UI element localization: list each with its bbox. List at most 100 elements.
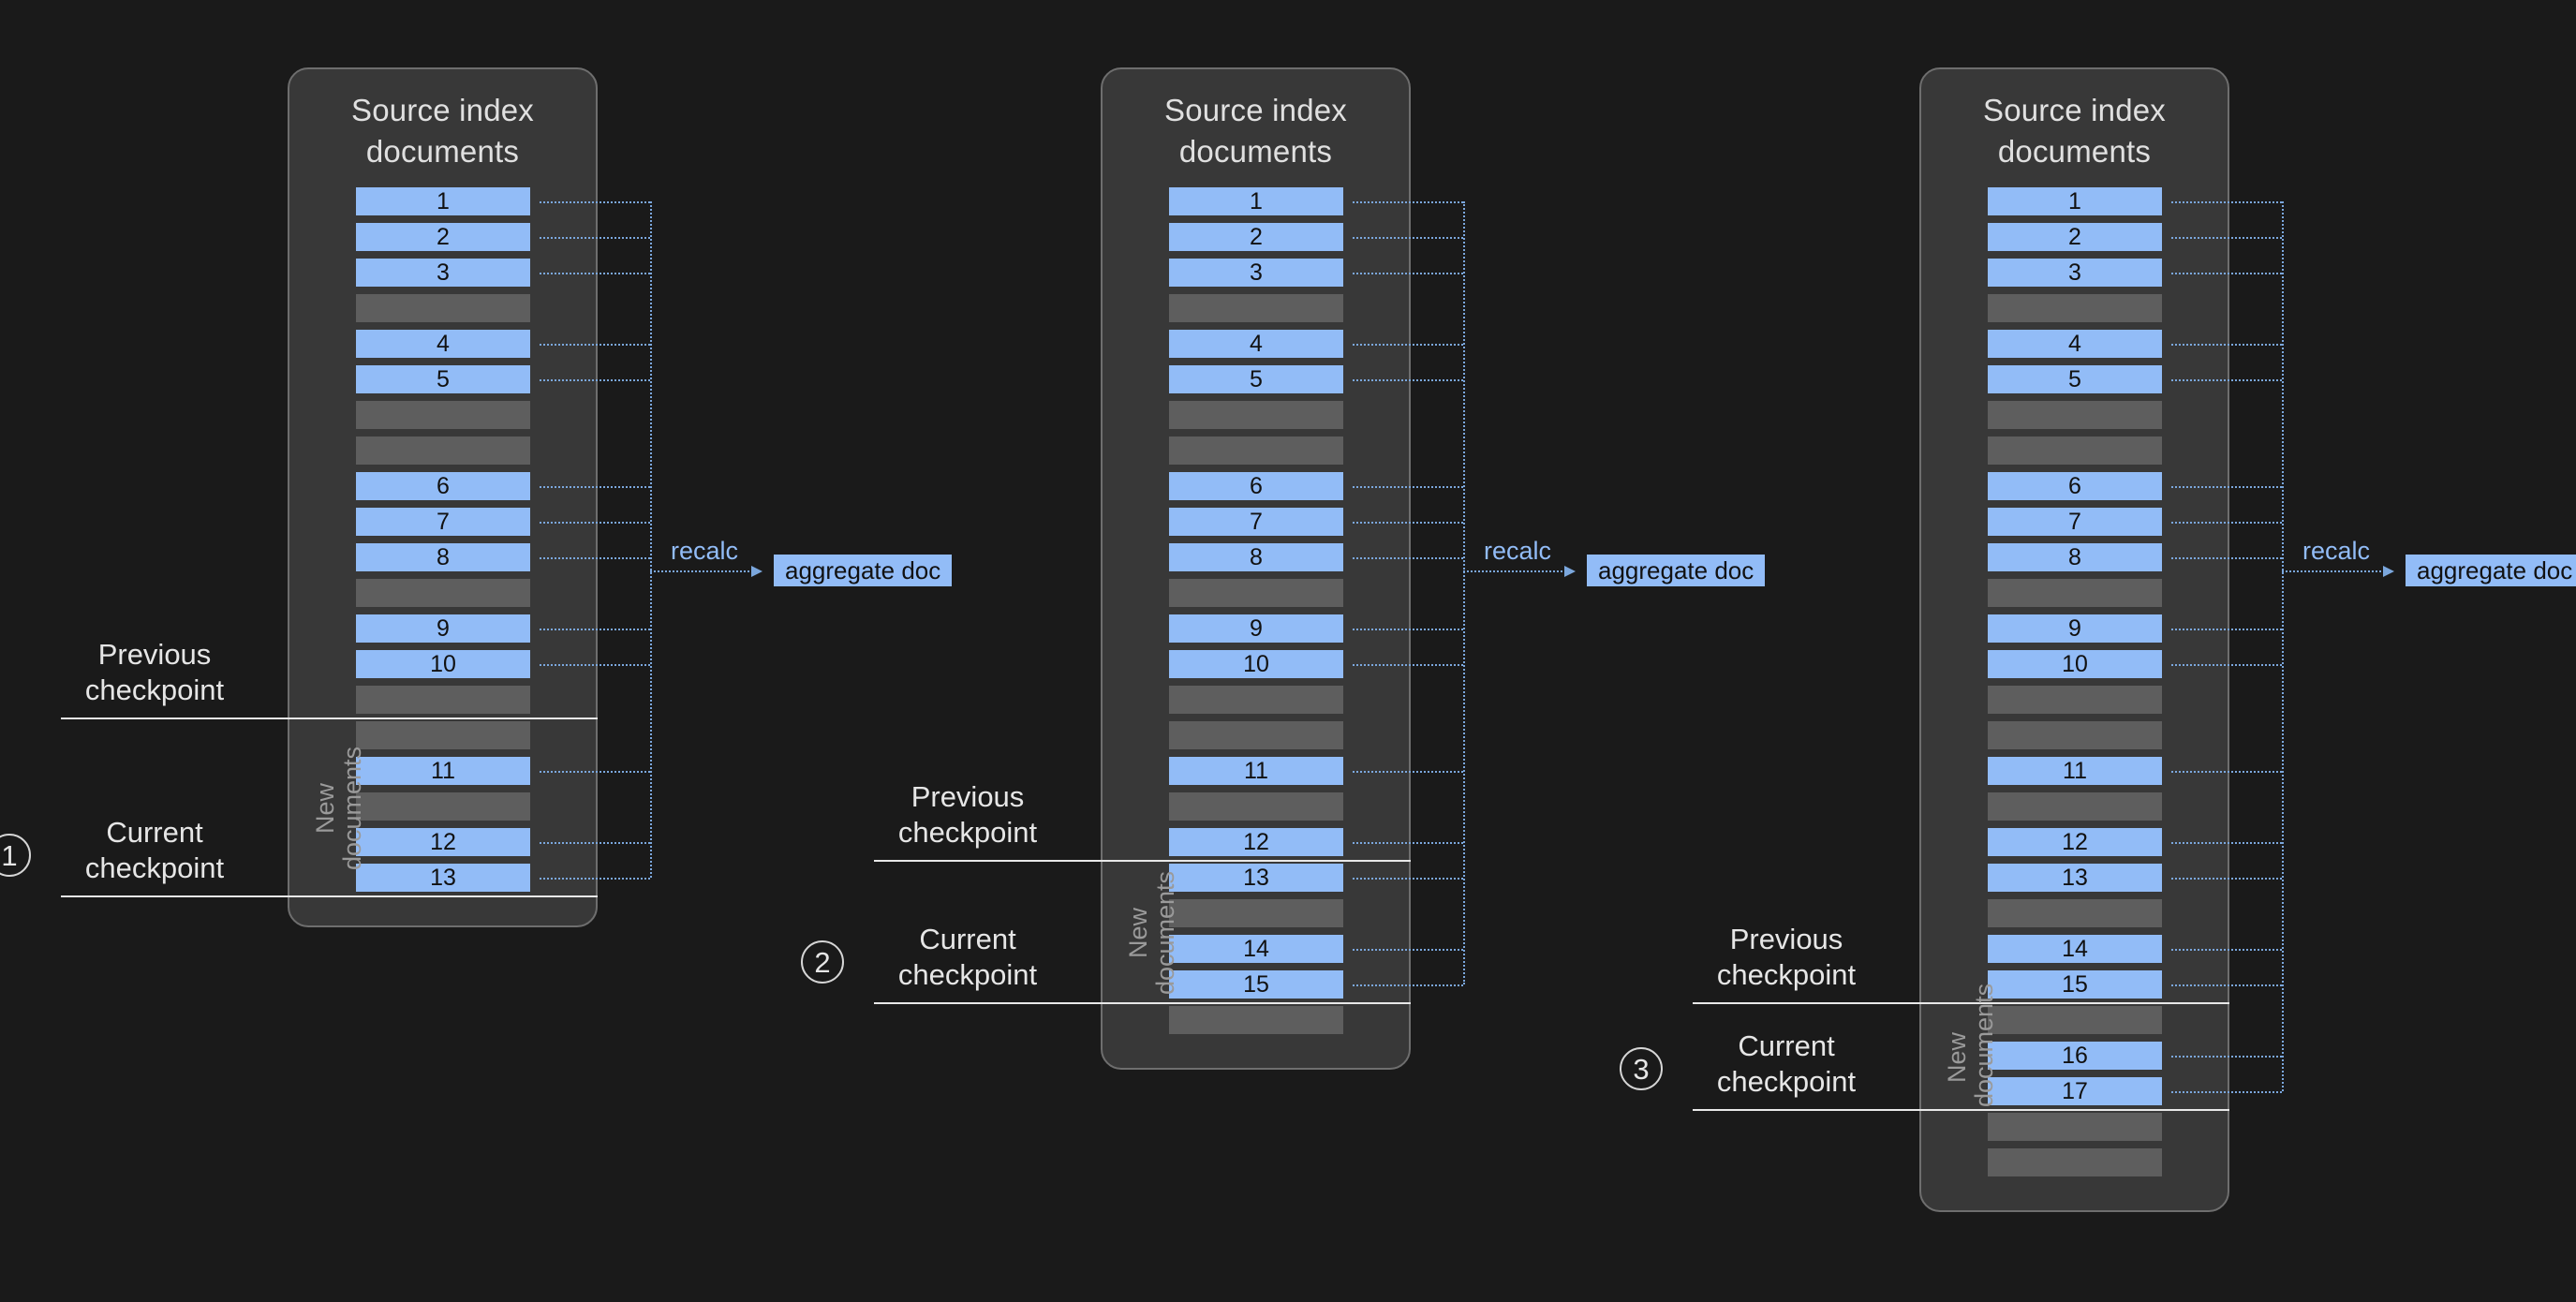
document-row: 5 [356, 365, 530, 393]
document-row: 4 [1169, 330, 1343, 358]
empty-row [1169, 1006, 1343, 1034]
connector-line [1353, 486, 1463, 488]
connector-line [2171, 379, 2282, 381]
document-row: 12 [1169, 828, 1343, 856]
source-index-documents-title: Source index documents [1982, 93, 2167, 169]
document-row: 3 [1988, 259, 2162, 287]
recalc-arrow [650, 566, 762, 577]
aggregate-doc-box: aggregate doc [2406, 555, 2576, 586]
connector-line [540, 842, 650, 844]
connector-line [2171, 557, 2282, 559]
empty-row [1988, 436, 2162, 465]
connector-line [1353, 842, 1463, 844]
connector-line [540, 237, 650, 239]
document-row: 16 [1988, 1042, 2162, 1070]
connector-line [540, 379, 650, 381]
connector-line [2171, 984, 2282, 986]
document-row: 13 [1169, 864, 1343, 892]
document-row: 1 [1988, 187, 2162, 215]
document-row: 12 [1988, 828, 2162, 856]
document-row: 4 [356, 330, 530, 358]
document-row: 6 [1988, 472, 2162, 500]
connector-line [2171, 344, 2282, 346]
current-checkpoint-label: Current checkpoint [1716, 1029, 1857, 1098]
empty-row [1988, 721, 2162, 749]
previous-checkpoint-label: Previous checkpoint [897, 780, 1038, 849]
empty-row [356, 294, 530, 322]
connector-line [1353, 273, 1463, 274]
current-checkpoint-rule [61, 895, 598, 897]
connector-line [540, 522, 650, 524]
connector-line [2171, 878, 2282, 880]
document-row: 1 [356, 187, 530, 215]
document-row: 10 [1988, 650, 2162, 678]
empty-row [1169, 686, 1343, 714]
empty-row [1988, 792, 2162, 821]
connector-line [2171, 1091, 2282, 1093]
document-row: 8 [1988, 543, 2162, 571]
connector-line [2171, 842, 2282, 844]
document-row: 2 [1169, 223, 1343, 251]
document-row: 13 [356, 864, 530, 892]
connector-line [540, 273, 650, 274]
document-row: 14 [1988, 935, 2162, 963]
document-row: 17 [1988, 1077, 2162, 1105]
previous-checkpoint-rule [874, 860, 1411, 862]
previous-checkpoint-rule [61, 718, 598, 719]
previous-checkpoint-label: Previous checkpoint [1716, 923, 1857, 991]
connector-line [2171, 771, 2282, 773]
connector-line [1353, 878, 1463, 880]
document-row: 9 [356, 614, 530, 643]
document-row: 5 [1169, 365, 1343, 393]
empty-row [356, 792, 530, 821]
connector-line [1353, 522, 1463, 524]
connector-line [2171, 273, 2282, 274]
new-documents-label: New documents [1124, 870, 1179, 996]
empty-row [1169, 899, 1343, 927]
aggregate-doc-box: aggregate doc [1587, 555, 1766, 586]
connector-bus [1463, 201, 1465, 984]
current-checkpoint-label: Current checkpoint [897, 923, 1038, 991]
connector-line [2171, 237, 2282, 239]
connector-line [1353, 771, 1463, 773]
connector-line [540, 771, 650, 773]
empty-row [1988, 294, 2162, 322]
empty-row [1988, 1006, 2162, 1034]
document-row: 15 [1169, 970, 1343, 999]
empty-row [1988, 1148, 2162, 1176]
document-row: 11 [1988, 757, 2162, 785]
connector-line [540, 201, 650, 203]
connector-line [540, 878, 650, 880]
document-row: 1 [1169, 187, 1343, 215]
empty-row [1169, 792, 1343, 821]
empty-row [1988, 401, 2162, 429]
current-checkpoint-label: Current checkpoint [84, 816, 225, 884]
connector-line [540, 486, 650, 488]
connector-line [1353, 201, 1463, 203]
connector-line [1353, 664, 1463, 666]
document-row: 2 [356, 223, 530, 251]
document-row: 8 [356, 543, 530, 571]
document-row: 7 [1169, 508, 1343, 536]
connector-line [1353, 629, 1463, 630]
empty-row [1988, 899, 2162, 927]
empty-row [1988, 579, 2162, 607]
current-checkpoint-rule [1693, 1109, 2229, 1111]
empty-row [1169, 401, 1343, 429]
empty-row [356, 686, 530, 714]
previous-checkpoint-rule [1693, 1002, 2229, 1004]
step-number-badge: 1 [0, 834, 31, 877]
source-index-documents-title: Source index documents [1163, 93, 1348, 169]
connector-line [540, 629, 650, 630]
previous-checkpoint-label: Previous checkpoint [84, 638, 225, 706]
connector-line [2171, 949, 2282, 951]
connector-line [1353, 344, 1463, 346]
document-row: 7 [356, 508, 530, 536]
document-row: 7 [1988, 508, 2162, 536]
connector-line [540, 557, 650, 559]
source-index-documents-title: Source index documents [350, 93, 535, 169]
connector-line [1353, 949, 1463, 951]
empty-row [1988, 1113, 2162, 1141]
empty-row [1169, 294, 1343, 322]
connector-bus [2282, 201, 2284, 1091]
